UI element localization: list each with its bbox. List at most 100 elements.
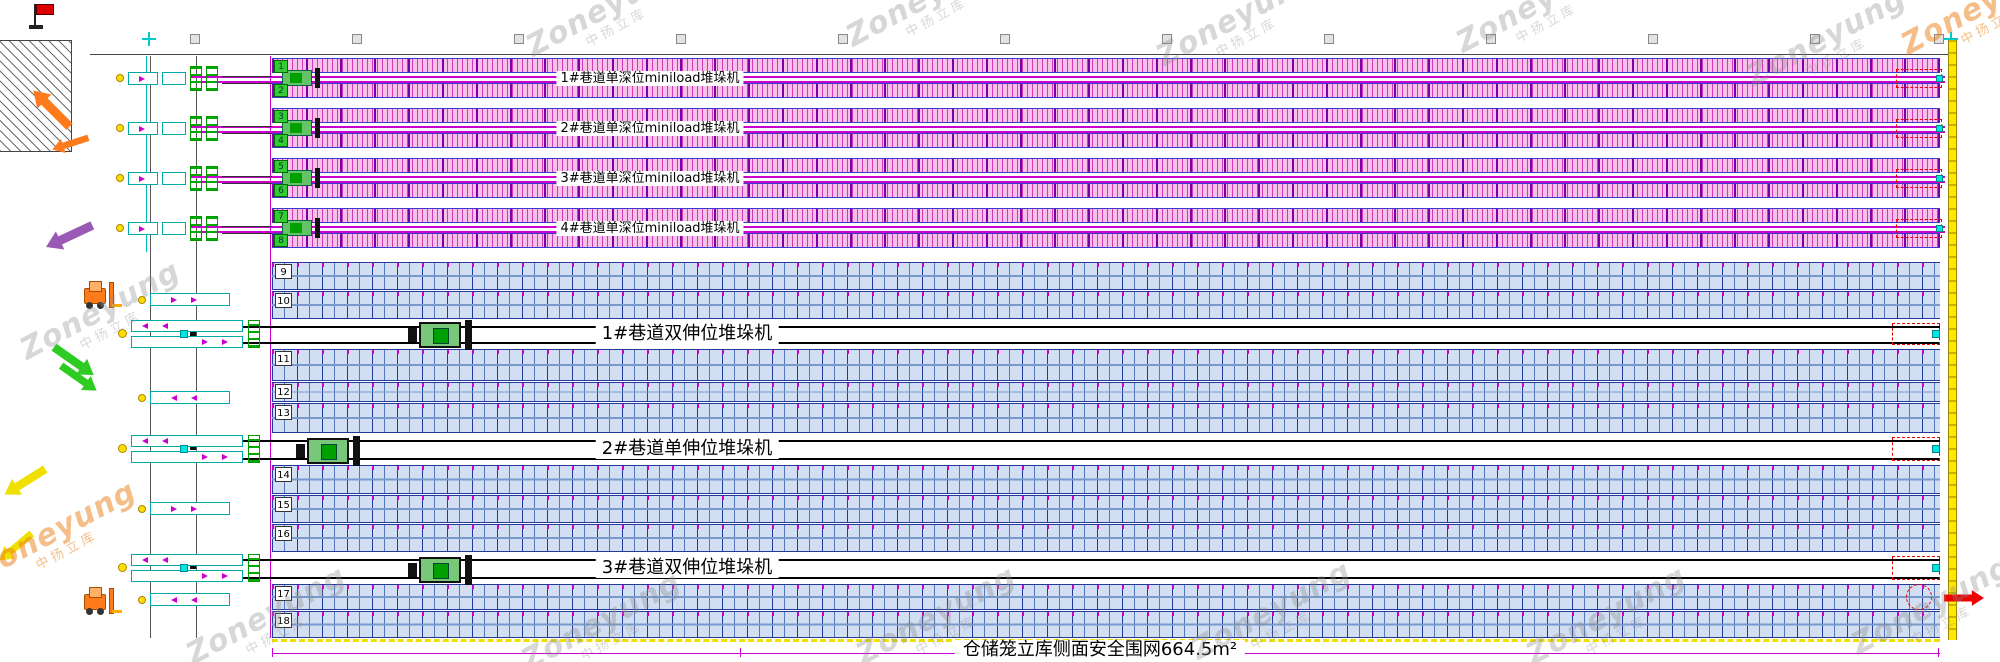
conveyor-belt [128, 72, 158, 85]
exit-marker [1906, 584, 1932, 610]
conveyor-station [116, 215, 272, 243]
stacker-crane-symbol [408, 555, 474, 585]
flow-arrow-purple [41, 216, 98, 260]
miniload-rail [190, 76, 1945, 78]
flow-arrow-red [1944, 586, 1984, 606]
rail-end-marker [180, 445, 188, 453]
rack-face-line [270, 56, 271, 638]
aisle-label: 2#巷道单伸位堆垛机 [595, 439, 779, 459]
miniload-rack-row [272, 133, 1940, 148]
flow-direction-icon [171, 297, 177, 303]
flow-direction-icon [171, 506, 177, 512]
flow-direction-icon [191, 597, 197, 603]
crane-rail [188, 342, 1940, 344]
aisle-label: 1#巷道单深位miniload堆垛机 [556, 71, 744, 86]
miniload-rail [190, 81, 1945, 83]
flow-direction-icon [162, 438, 168, 444]
miniload-rail [190, 231, 1945, 233]
conveyor-station [118, 433, 272, 465]
pallet-rack-row [272, 262, 1940, 290]
rack-row-number: 5 [274, 160, 288, 173]
conveyor-station [116, 165, 272, 193]
flow-direction-icon [202, 339, 208, 345]
flow-arrow-green [56, 355, 104, 397]
conveyor-station [118, 318, 272, 350]
rail-end-marker [180, 330, 188, 338]
flow-direction-icon [222, 339, 228, 345]
conveyor-station [138, 289, 238, 311]
flow-direction-icon [171, 395, 177, 401]
crane-rail [188, 559, 1940, 561]
grid-tick [1324, 34, 1334, 44]
forklift-icon [84, 586, 122, 618]
flow-direction-icon [142, 438, 148, 444]
rack-row-number: 10 [275, 293, 292, 308]
pallet-rack-row [272, 291, 1940, 319]
transfer-rack [190, 66, 202, 91]
miniload-rail [190, 126, 1945, 128]
rail-end-marker [1936, 125, 1943, 132]
miniload-rack-row [272, 183, 1940, 198]
conveyor-station [118, 552, 272, 584]
flow-direction-icon [171, 597, 177, 603]
flow-direction-icon [202, 454, 208, 460]
flow-direction-icon [139, 176, 145, 182]
flag-base [29, 25, 43, 29]
miniload-rail [190, 131, 1945, 133]
miniload-rack-row [272, 83, 1940, 98]
conveyor-station [116, 65, 272, 93]
rack-row-number: 13 [275, 405, 292, 420]
flow-direction-icon [139, 126, 145, 132]
flow-arrow-yellow [0, 527, 40, 570]
miniload-rail [190, 181, 1945, 183]
flow-arrow-orange [50, 131, 92, 161]
rack-row-number: 3 [274, 110, 288, 123]
rack-row-number: 11 [275, 351, 292, 366]
flag-cloth [36, 4, 54, 15]
survey-cross-icon [142, 32, 156, 46]
rack-row-number: 4 [274, 134, 288, 147]
pallet-rack-row [272, 382, 1940, 402]
rail-end-marker [1932, 445, 1940, 453]
flow-direction-icon [162, 557, 168, 563]
rack-row-number: 15 [275, 497, 292, 512]
grid-tick [1648, 34, 1658, 44]
conveyor-station [138, 387, 238, 409]
stacker-crane-symbol [408, 320, 474, 350]
grid-tick [1162, 34, 1172, 44]
conveyor-station [138, 589, 238, 611]
grid-tick [1810, 34, 1820, 44]
flow-direction-icon [202, 573, 208, 579]
dimension-tick [1938, 648, 1939, 657]
rail-stub [222, 76, 272, 77]
dimension-tick [740, 648, 741, 657]
conveyor-belt [162, 72, 186, 85]
rack-row-number: 12 [275, 384, 292, 399]
rack-row-number: 9 [275, 264, 292, 279]
flow-direction-icon [222, 454, 228, 460]
safety-fence-note: 仓储笼立库侧面安全围网664.5m² [954, 640, 1246, 660]
grid-tick [352, 34, 362, 44]
dimension-tick [272, 648, 273, 657]
grid-tick [1934, 34, 1944, 44]
rack-row-number: 14 [275, 467, 292, 482]
flow-direction-icon [191, 297, 197, 303]
forklift-icon [84, 280, 122, 312]
flow-direction-icon [142, 557, 148, 563]
rack-row-number: 16 [275, 526, 292, 541]
crane-rail [188, 458, 1940, 460]
aisle-label: 1#巷道双伸位堆垛机 [595, 324, 779, 344]
benchmark-symbol [29, 4, 58, 30]
pallet-rack-row [272, 611, 1940, 638]
grid-tick [514, 34, 524, 44]
pallet-rack-row [272, 524, 1940, 552]
flow-direction-icon [222, 573, 228, 579]
grid-tick [190, 34, 200, 44]
miniload-crane-symbol [282, 168, 322, 188]
flow-arrow-orange [23, 83, 77, 137]
miniload-rack-row [272, 158, 1940, 173]
flow-direction-icon [142, 323, 148, 329]
